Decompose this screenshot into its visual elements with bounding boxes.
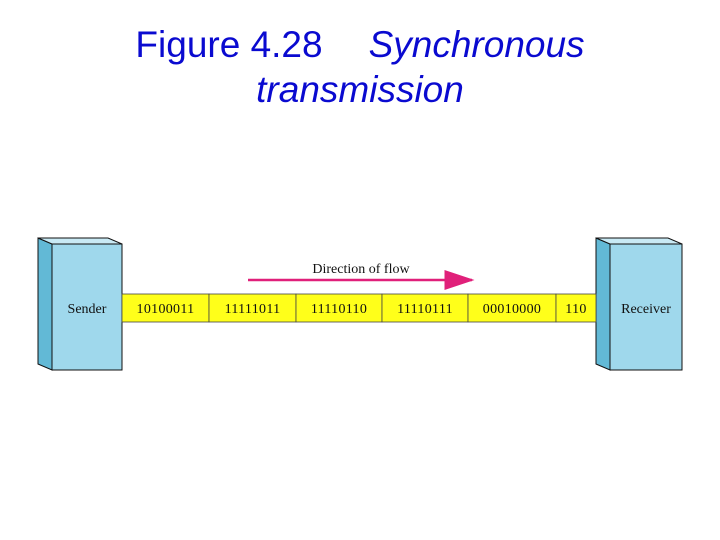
stream-segment (121, 293, 210, 323)
receiver-side-face (595, 237, 611, 371)
page-title: Figure 4.28 Synchronous transmission (0, 22, 720, 112)
stream-segment-bits: 11111011 (225, 302, 281, 317)
stream-segment-bits: 11110111 (397, 302, 453, 317)
sender-side-face (37, 237, 53, 371)
title-line2: transmission (256, 69, 464, 110)
receiver-box: Receiver (595, 237, 683, 371)
stream-segment (555, 293, 597, 323)
stream-segment-bits: 10100011 (137, 302, 195, 317)
stream-segment (467, 293, 557, 323)
stream-segment-bits: 11110110 (311, 302, 367, 317)
receiver-top-face (595, 237, 683, 245)
stream-segment-bits: 00010000 (483, 302, 541, 317)
stream-segment (295, 293, 383, 323)
figure-number: Figure 4.28 (135, 24, 323, 65)
stream-segment (381, 293, 469, 323)
receiver-label: Receiver (621, 302, 671, 317)
sender-top-face (37, 237, 123, 245)
direction-label: Direction of flow (312, 262, 410, 277)
title-line1: Synchronous (368, 24, 585, 65)
sender-box: Sender (37, 237, 123, 371)
sender-label: Sender (68, 302, 107, 317)
stream-segment (208, 293, 297, 323)
stream-segment-bits: 110 (565, 302, 586, 317)
bit-stream: 10100011 11111011 11110110 11110111 00010000… (121, 293, 597, 323)
receiver-front-face (609, 243, 683, 371)
